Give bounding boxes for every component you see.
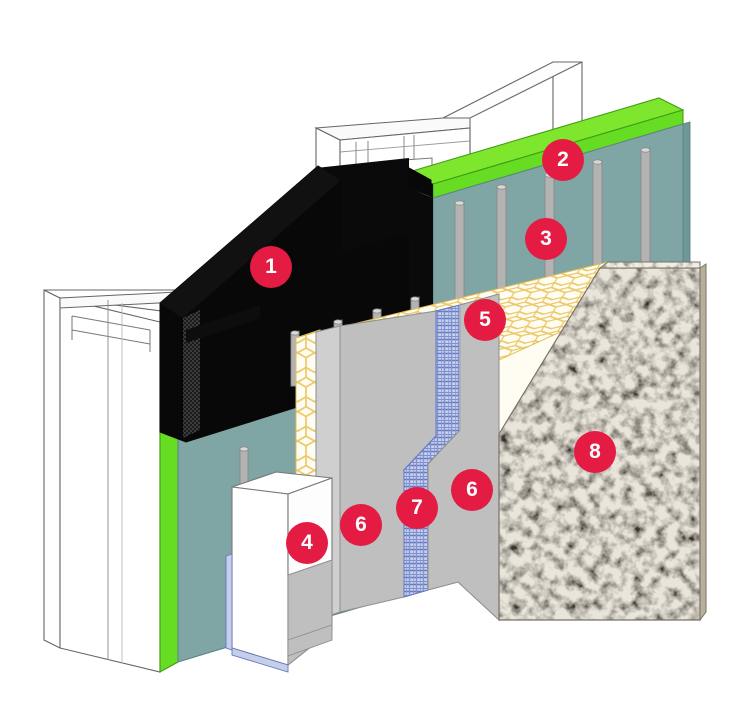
anchor-dowel [496, 184, 507, 301]
callout-badge-4[interactable]: 4 [286, 522, 328, 564]
callout-badge-3[interactable]: 3 [525, 218, 567, 260]
anchor-dowel [640, 147, 651, 264]
interior-structural-frame [43, 289, 217, 673]
callout-badge-6-inner[interactable]: 6 [340, 504, 382, 546]
callout-badge-1[interactable]: 1 [250, 246, 292, 288]
callout-badge-6-outer[interactable]: 6 [451, 469, 493, 511]
callout-badge-5[interactable]: 5 [464, 299, 506, 341]
callout-badge-7[interactable]: 7 [396, 487, 438, 529]
callout-badge-2[interactable]: 2 [542, 139, 584, 181]
callout-badge-8[interactable]: 8 [574, 431, 616, 473]
render-base-shelf [287, 624, 333, 657]
anchor-dowel [592, 159, 603, 276]
